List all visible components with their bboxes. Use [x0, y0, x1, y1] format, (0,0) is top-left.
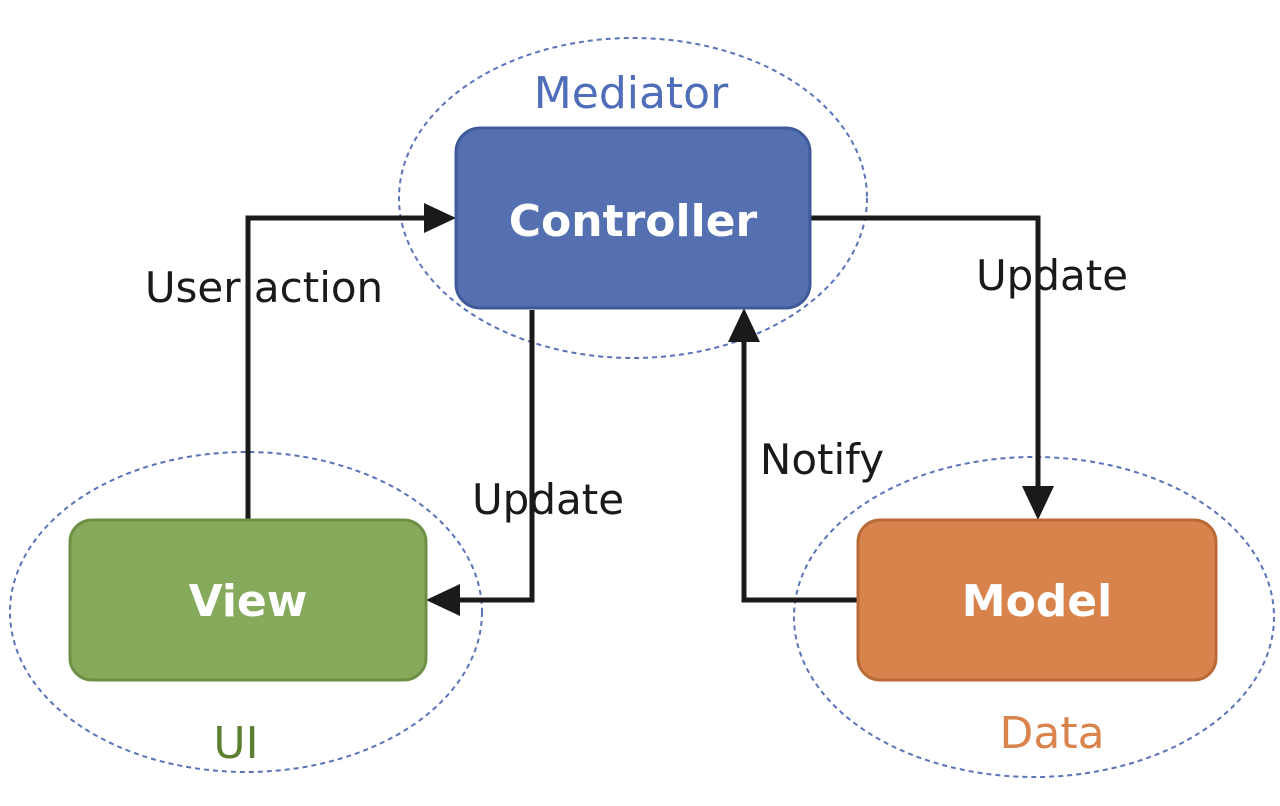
edge-update-view-label: Update [472, 475, 624, 524]
ui-group-label: UI [213, 718, 258, 769]
edge-user-action-label: User action [145, 263, 383, 312]
edge-update-view-arrowhead [426, 584, 460, 616]
view-box [68, 518, 428, 682]
view-node: View [68, 518, 428, 682]
edge-notify-label: Notify [760, 435, 884, 484]
ui-group-ellipse [9, 451, 483, 773]
data-group-ellipse [793, 456, 1275, 778]
edge-user-action-line [245, 215, 428, 520]
edge-update-model-label: Update [976, 251, 1128, 300]
edge-notify-line [741, 340, 858, 603]
controller-label: Controller [509, 196, 758, 247]
model-label: Model [962, 576, 1112, 627]
edge-update-view-line [456, 310, 535, 603]
mediator-group-ellipse [398, 37, 868, 359]
data-group-label: Data [999, 708, 1104, 759]
mediator-group-label: Mediator [534, 68, 729, 119]
model-node: Model [856, 518, 1218, 682]
controller-node: Controller [454, 126, 812, 310]
model-box [856, 518, 1218, 682]
edge-user-action-arrowhead [424, 203, 456, 233]
controller-box [454, 126, 812, 310]
edge-notify-arrowhead [728, 308, 760, 342]
edge-update-model-arrowhead [1022, 486, 1054, 520]
view-label: View [189, 576, 308, 627]
edge-update-model-line [810, 215, 1041, 490]
